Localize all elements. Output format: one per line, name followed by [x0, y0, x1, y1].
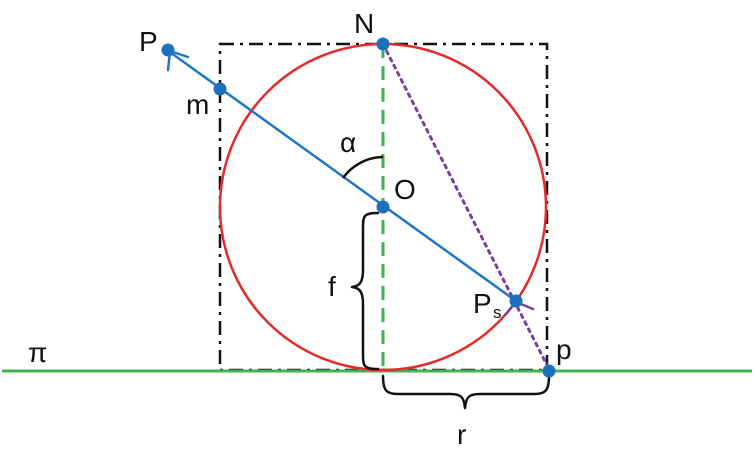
label-proj: p [556, 334, 572, 365]
point-p [161, 43, 175, 57]
label-f: f [328, 271, 336, 302]
point-proj [542, 364, 556, 378]
brace-r [381, 374, 551, 410]
point-o [376, 200, 390, 214]
label-ps-sub: s [493, 303, 502, 322]
projection-line [381, 42, 551, 371]
label-ps: P [473, 288, 492, 319]
brace-f [350, 211, 380, 371]
point-n [376, 37, 390, 51]
point-m [213, 82, 227, 96]
label-r: r [457, 419, 466, 450]
label-m: m [186, 89, 209, 120]
label-pi: π [28, 337, 47, 368]
angle-arc [341, 155, 384, 179]
point-ps [509, 294, 523, 308]
label-alpha: α [340, 127, 356, 158]
label-n: N [354, 8, 374, 39]
label-p: P [139, 26, 158, 57]
label-o: O [394, 174, 416, 205]
